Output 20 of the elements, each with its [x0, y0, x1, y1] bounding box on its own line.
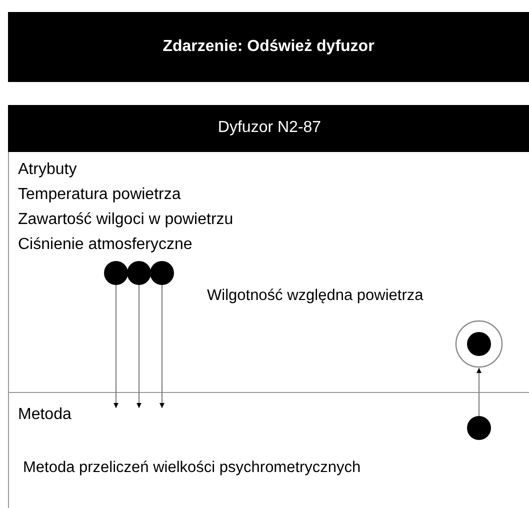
class-frame [8, 105, 529, 508]
dot-icon [150, 261, 174, 285]
attribute-name: Zawartość wilgoci w powietrzu [18, 211, 234, 230]
dot-icon [127, 261, 151, 285]
attribute-name: Wilgotność względna powietrza [207, 287, 424, 305]
arrow [160, 284, 164, 408]
event-bar [8, 12, 529, 82]
arrow [476, 368, 482, 416]
arrow [136, 284, 142, 408]
class-name: Dyfuzor N2-87 [216, 118, 322, 138]
ringed-dot-icon [455, 320, 503, 368]
dot-icon [467, 416, 491, 440]
compartment-heading: Atrybuty [18, 161, 77, 180]
event-title: Zdarzenie: Odśwież dyfuzor [162, 36, 376, 57]
compartment-heading: Metoda [18, 406, 72, 424]
attribute-name: Ciśnienie atmosferyczne [18, 236, 192, 254]
attribute-name: Temperatura powietrza [18, 186, 181, 204]
method-name: Metoda przeliczeń wielkości psychrometrycznych [23, 459, 361, 477]
arrow [114, 284, 118, 408]
dot-icon [104, 261, 128, 285]
